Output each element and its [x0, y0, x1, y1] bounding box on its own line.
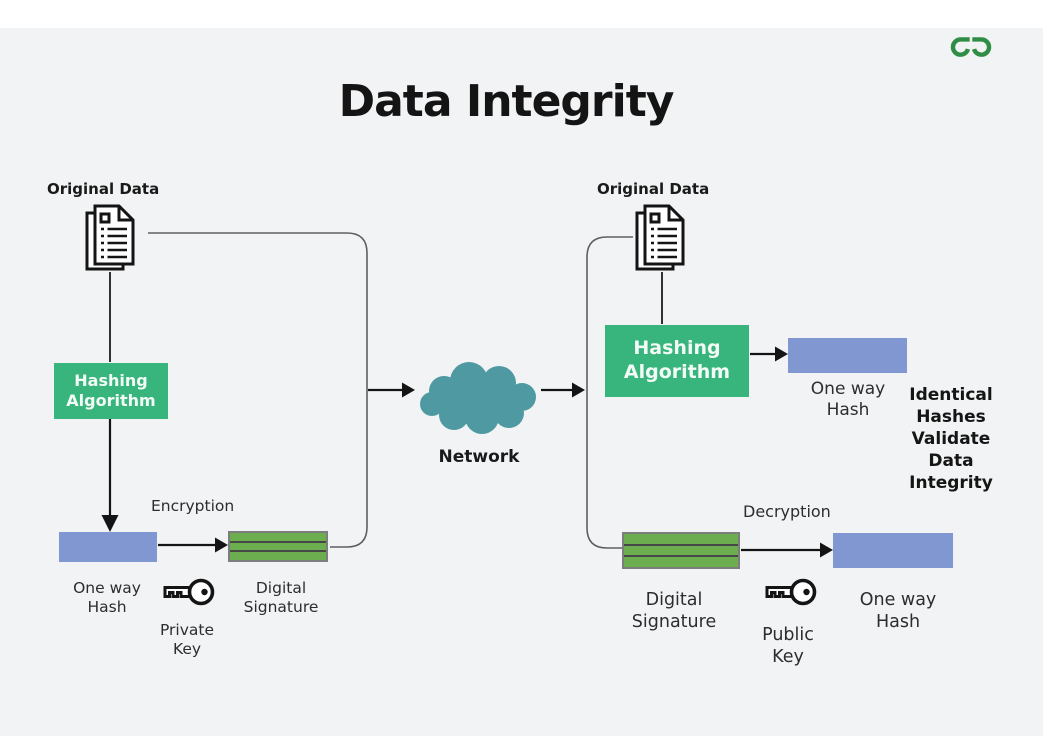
digital-signature-label-left: Digital Signature	[243, 579, 319, 617]
hashing-algorithm-box-right: Hashing Algorithm	[605, 325, 749, 397]
signature-stripe	[230, 542, 326, 551]
original-data-label-left: Original Data	[47, 180, 160, 198]
hashing-algorithm-box-left: Hashing Algorithm	[54, 363, 168, 419]
network-label: Network	[438, 447, 520, 467]
one-way-hash-box-left	[59, 532, 157, 562]
geeksforgeeks-logo-icon	[947, 33, 995, 59]
one-way-hash-box-right-bottom	[833, 533, 953, 568]
private-key-label: Private Key	[159, 621, 215, 659]
original-data-label-right: Original Data	[597, 180, 710, 198]
decryption-label: Decryption	[743, 502, 831, 521]
digital-signature-label-right: Digital Signature	[631, 590, 717, 632]
signature-stripe	[624, 557, 738, 568]
encryption-label: Encryption	[151, 497, 235, 515]
public-key-icon	[762, 577, 818, 611]
one-way-hash-label-right-top: One way Hash	[810, 379, 886, 421]
signature-stripe	[624, 545, 738, 556]
signature-stripe	[230, 552, 326, 561]
one-way-hash-label-right-bottom: One way Hash	[859, 590, 937, 632]
document-icon-left	[84, 204, 137, 276]
document-icon-right	[634, 204, 687, 276]
public-key-label: Public Key	[762, 625, 814, 667]
digital-signature-box-right	[622, 532, 740, 569]
network-cloud-icon	[414, 357, 540, 441]
one-way-hash-box-right-top	[788, 338, 907, 373]
page-title: Data Integrity	[338, 76, 675, 127]
private-key-icon	[160, 577, 216, 611]
identical-hashes-note: Identical Hashes Validate Data Integrity	[909, 385, 993, 493]
digital-signature-box-left	[228, 531, 328, 562]
signature-stripe	[624, 534, 738, 544]
one-way-hash-label-left: One way Hash	[73, 579, 141, 617]
signature-stripe	[230, 533, 326, 541]
